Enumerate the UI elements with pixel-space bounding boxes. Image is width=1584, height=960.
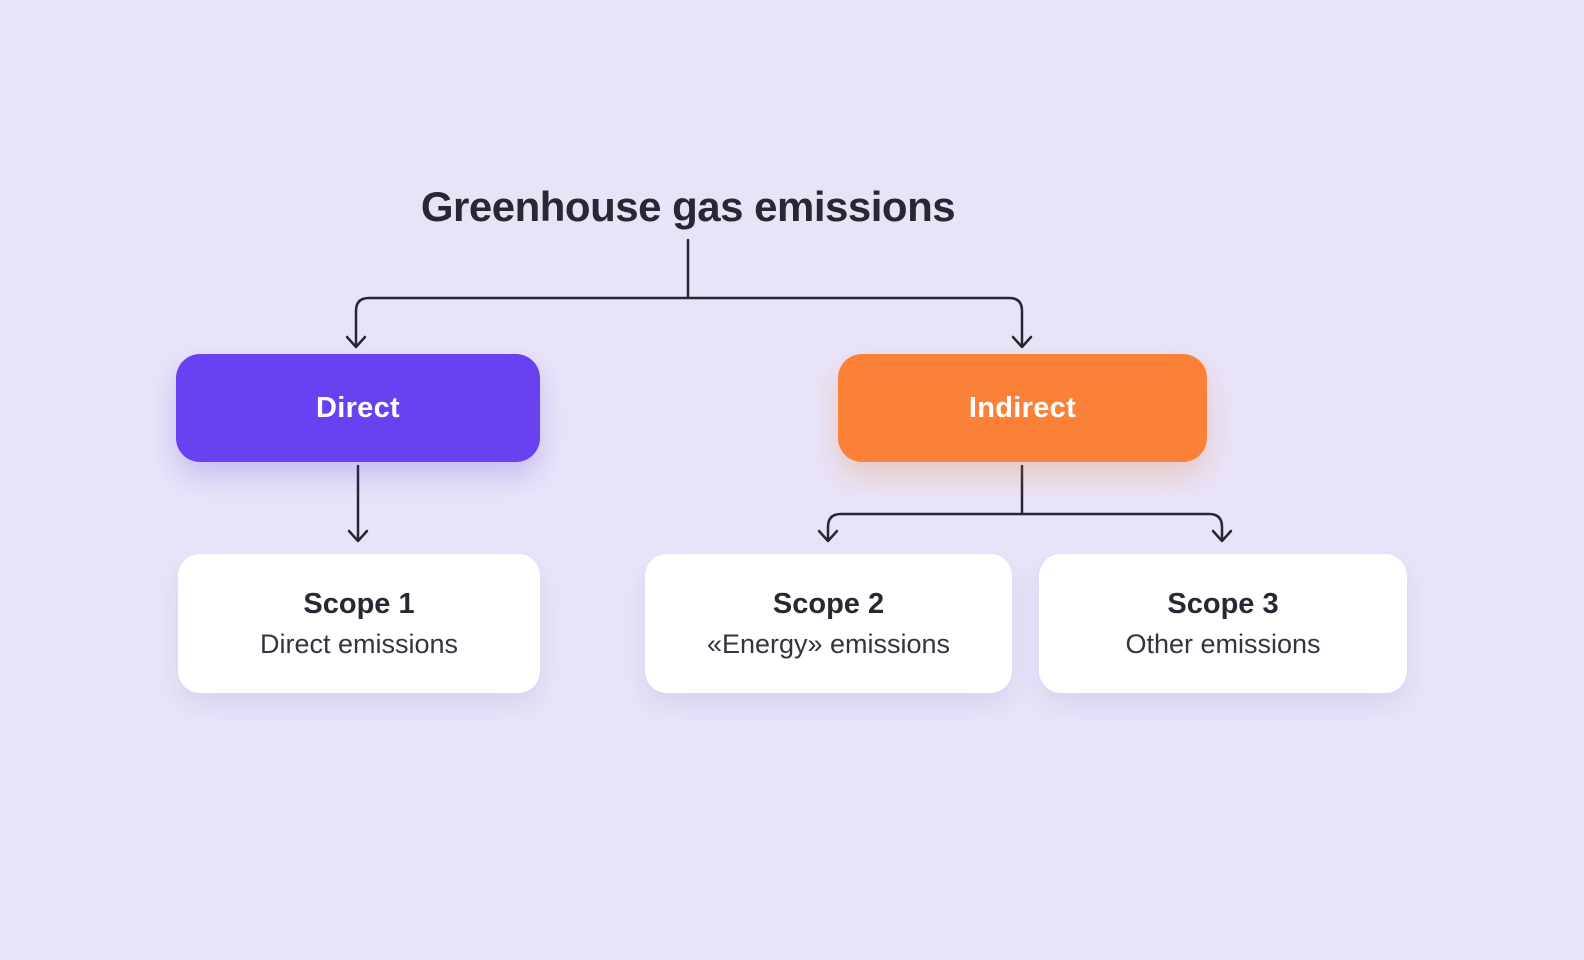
node-direct: Direct: [176, 354, 540, 462]
node-indirect-label: Indirect: [968, 391, 1077, 424]
connector-indirect-branch: [826, 512, 1224, 542]
node-direct-label: Direct: [316, 391, 400, 424]
card-scope2-subtitle: «Energy» emissions: [706, 628, 951, 659]
down-arrowhead-scope2-icon: [817, 529, 839, 543]
card-scope3: Scope 3 Other emissions: [1039, 554, 1407, 693]
down-arrowhead-scope1-icon: [347, 529, 369, 543]
connector-top-branch: [354, 296, 1024, 348]
card-scope2-title: Scope 2: [772, 587, 885, 620]
down-arrowhead-direct-icon: [345, 335, 367, 349]
card-scope1: Scope 1 Direct emissions: [178, 554, 540, 693]
down-arrowhead-indirect-icon: [1011, 335, 1033, 349]
node-indirect: Indirect: [838, 354, 1207, 462]
card-scope3-title: Scope 3: [1167, 587, 1279, 620]
diagram-title: Greenhouse gas emissions: [420, 183, 956, 230]
down-arrowhead-scope3-icon: [1211, 529, 1233, 543]
card-scope1-subtitle: Direct emissions: [259, 628, 459, 659]
card-scope1-title: Scope 1: [303, 587, 415, 620]
card-scope2: Scope 2 «Energy» emissions: [645, 554, 1012, 693]
card-scope3-subtitle: Other emissions: [1125, 628, 1321, 659]
